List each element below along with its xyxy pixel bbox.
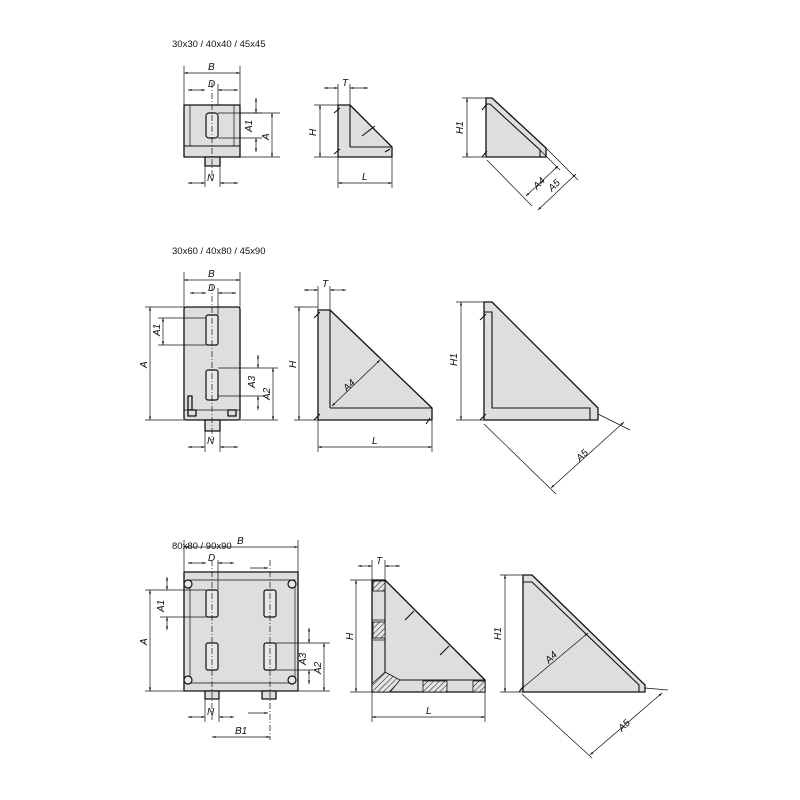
dim-label-L: L xyxy=(372,436,378,447)
dim-label-A1: A1 xyxy=(244,120,255,133)
dim-label-A3: A3 xyxy=(247,375,258,389)
dim-label-B1: B1 xyxy=(235,726,247,737)
section-1: 30x30 / 40x40 / 45x45 B D A1 A N xyxy=(172,39,579,211)
dim-label-H1: H1 xyxy=(493,627,504,640)
top-view: H1 A5 xyxy=(449,301,631,495)
top-view: H1 A4 A5 xyxy=(455,97,579,211)
dim-label-D: D xyxy=(208,283,215,294)
dim-label-L: L xyxy=(362,172,368,183)
dim-label-T: T xyxy=(376,556,383,567)
dim-label-N: N xyxy=(207,173,215,184)
side-view: T H L xyxy=(308,78,393,188)
dim-label-D: D xyxy=(208,79,215,90)
section-title: 80x80 / 90x90 xyxy=(172,541,232,552)
dim-label-B: B xyxy=(208,62,215,73)
dim-label-A5: A5 xyxy=(546,177,563,194)
dim-label-A: A xyxy=(261,133,272,141)
dim-label-H1: H1 xyxy=(455,121,466,134)
front-view: B D A1 A A3 A2 N B1 xyxy=(139,536,330,740)
section-title: 30x30 / 40x40 / 45x45 xyxy=(172,39,266,50)
front-view: B D A1 A N xyxy=(183,62,280,187)
dim-label-N: N xyxy=(207,707,215,718)
dim-label-H: H xyxy=(288,360,299,368)
dim-label-A5: A5 xyxy=(574,447,591,464)
dim-label-H: H xyxy=(345,632,356,640)
dim-label-A: A xyxy=(139,638,150,646)
dim-label-T: T xyxy=(322,279,329,290)
dim-label-A3: A3 xyxy=(298,652,309,666)
dim-label-A1: A1 xyxy=(156,600,167,613)
front-view: B D A1 A A3 A2 N xyxy=(139,269,278,452)
dim-label-N: N xyxy=(207,436,215,447)
dim-label-B: B xyxy=(208,269,215,280)
dim-label-B: B xyxy=(237,536,244,547)
dim-label-A2: A2 xyxy=(262,387,273,401)
dim-label-H: H xyxy=(308,128,319,136)
dim-label-A1: A1 xyxy=(152,324,163,337)
dim-label-A2: A2 xyxy=(313,661,324,675)
dim-label-L: L xyxy=(426,706,432,717)
dim-label-T: T xyxy=(342,78,349,89)
section-3: 80x80 / 90x90 xyxy=(139,536,669,759)
side-view: T H A4 L xyxy=(288,279,433,452)
side-view: T H L xyxy=(345,556,486,722)
dim-label-A: A xyxy=(139,361,150,369)
dim-label-H1: H1 xyxy=(449,353,460,366)
section-title: 30x60 / 40x80 / 45x90 xyxy=(172,246,266,257)
section-2: 30x60 / 40x80 / 45x90 B D xyxy=(139,246,631,495)
dim-label-D: D xyxy=(208,553,215,564)
top-view: H1 A4 A5 xyxy=(493,574,669,759)
